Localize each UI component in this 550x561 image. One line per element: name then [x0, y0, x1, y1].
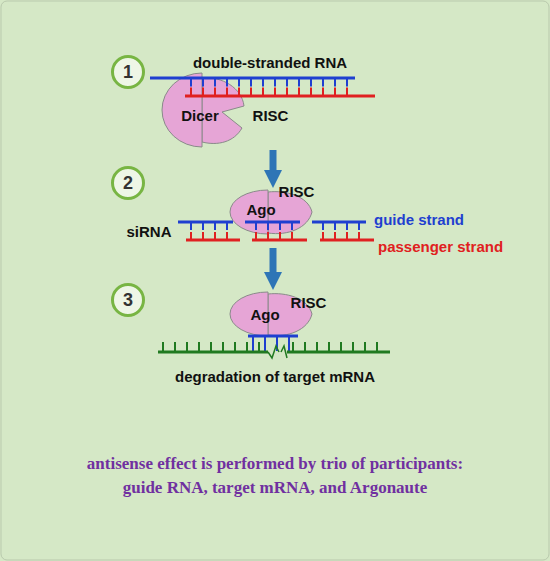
sirna-fragments: [178, 222, 374, 240]
base-pair-rungs: [190, 222, 232, 230]
guide-strand-line: [312, 221, 366, 224]
guide-strand-line: [245, 221, 300, 224]
complex-name: RISC: [248, 107, 293, 125]
base-pair-rungs: [255, 222, 300, 230]
base-pair-rungs: [322, 232, 366, 240]
molecule-label: double-stranded RNA: [175, 54, 365, 72]
cleavage-mark: [281, 346, 287, 358]
mrna-bases: [162, 342, 266, 352]
protein-name: Dicer: [170, 107, 230, 125]
molecule-label: siRNA: [120, 223, 178, 241]
dsrna-duplex: [150, 78, 375, 96]
ago-risc-complex: AgoRISC: [228, 290, 330, 346]
mrna-line: [287, 351, 390, 354]
strand-label: passenger strand: [378, 238, 528, 256]
step-number-circle: 2: [111, 166, 145, 200]
complex-name: RISC: [286, 294, 331, 312]
protein-name: Ago: [240, 306, 290, 324]
step-number: 1: [114, 58, 142, 86]
passenger-strand-line: [320, 239, 374, 242]
figure-caption: antisense effect is performed by trio of…: [75, 452, 475, 500]
process-label: degradation of target mRNA: [140, 368, 410, 386]
complex-name: RISC: [274, 183, 319, 201]
strand-label: guide strand: [374, 211, 504, 229]
base-pair-rungs: [255, 232, 300, 240]
passenger-strand-line: [185, 95, 375, 98]
cleavage-mark: [268, 346, 279, 358]
protein-name: Ago: [236, 201, 286, 219]
passenger-strand-line: [186, 239, 240, 242]
step-number: 2: [114, 169, 142, 197]
mrna-bases: [292, 342, 388, 352]
base-pair-rungs: [252, 337, 298, 351]
mrna-line: [158, 351, 268, 354]
process-arrow: [270, 150, 277, 174]
step-number: 3: [114, 286, 142, 314]
step-number-circle: 1: [111, 55, 145, 89]
base-pair-rungs: [322, 222, 366, 230]
base-pair-rungs: [190, 88, 354, 96]
guide-strand-line: [248, 335, 298, 338]
process-arrow: [270, 248, 277, 276]
ago-risc-complex: AgoRISC: [228, 188, 320, 248]
edge-layer: [273, 150, 274, 276]
passenger-strand-line: [252, 239, 307, 242]
guide-strand-line: [178, 221, 233, 224]
base-pair-rungs: [190, 79, 354, 87]
base-pair-rungs: [190, 232, 232, 240]
guide-strand-line: [150, 77, 355, 80]
dicer-risc-complex: Dicer RISC: [160, 70, 295, 150]
step-number-circle: 3: [111, 283, 145, 317]
target-mrna: [158, 336, 390, 358]
